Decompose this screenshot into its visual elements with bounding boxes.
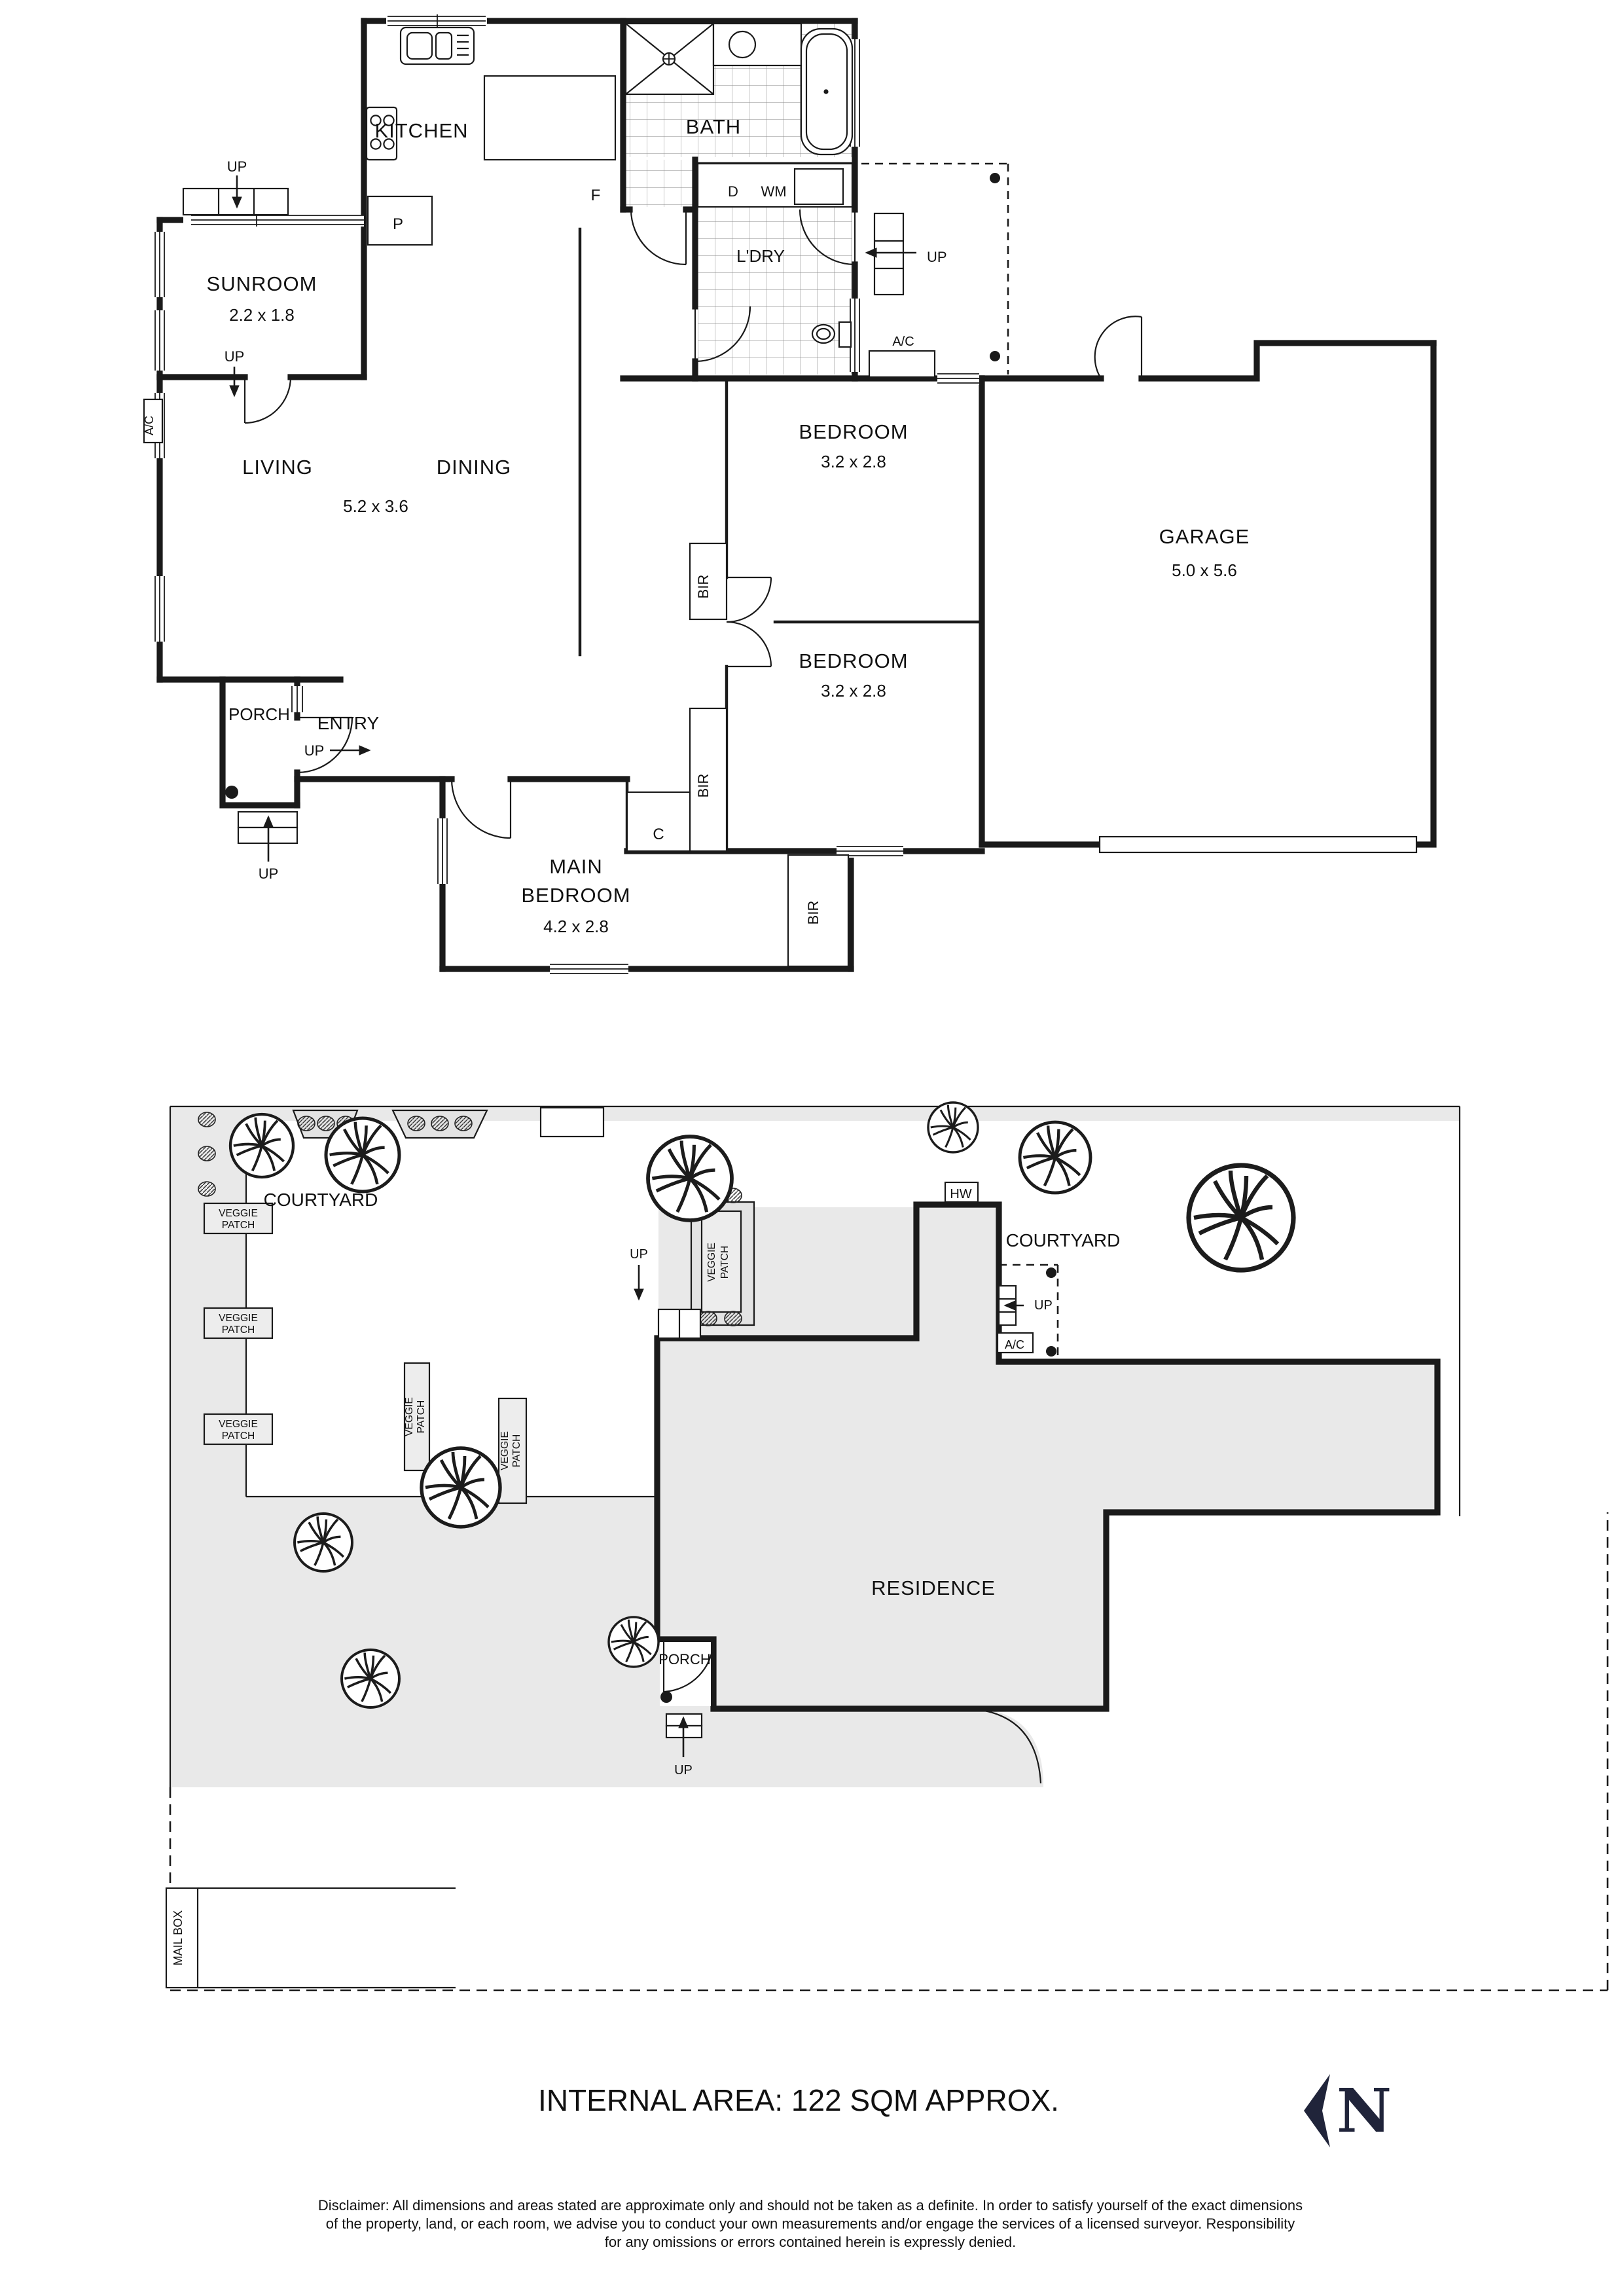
- bedroom2-label: BEDROOM: [799, 649, 908, 672]
- bir1-label: BIR: [695, 575, 712, 599]
- svg-text:VEGGIE: VEGGIE: [499, 1431, 511, 1470]
- svg-text:PATCH: PATCH: [222, 1324, 255, 1336]
- floor-plan: KITCHEN BATH L'DRY SUNROOM 2.2 x 1.8 LIV…: [143, 14, 1437, 975]
- internal-area-label: INTERNAL AREA: 122 SQM APPROX.: [538, 2083, 1059, 2117]
- porch-steps: [225, 786, 298, 862]
- crossover: [539, 1106, 605, 1138]
- bir3-label: BIR: [805, 901, 821, 925]
- wm-label: WM: [761, 183, 786, 200]
- pantry: [367, 195, 433, 246]
- north-label: N: [1337, 2075, 1392, 2146]
- property-dashed-boundary: [169, 1512, 1609, 1992]
- garage-dims: 5.0 x 5.6: [1172, 560, 1237, 580]
- ac-unit-living: [143, 398, 164, 444]
- porch-label: PORCH: [228, 704, 290, 724]
- mainbed-label1: MAIN: [549, 855, 603, 878]
- mailbox-label: MAIL BOX: [171, 1910, 185, 1965]
- pantry-label: P: [393, 215, 403, 233]
- up-sunroom-stair: UP: [227, 158, 247, 175]
- laundry-label: L'DRY: [736, 246, 785, 266]
- living-label: LIVING: [242, 456, 313, 479]
- north-arrow-icon: [1304, 2074, 1330, 2147]
- up-entry: UP: [304, 742, 325, 759]
- sunroom-stair: [182, 175, 289, 216]
- hw-label: HW: [950, 1187, 971, 1201]
- porch-column: [225, 786, 238, 799]
- bedroom1-label: BEDROOM: [799, 420, 908, 443]
- mailbox: MAIL BOX: [165, 1887, 456, 1989]
- kitchen-bench: [483, 75, 617, 161]
- kitchen-sink: [399, 26, 475, 65]
- svg-text:PATCH: PATCH: [719, 1246, 730, 1279]
- shower: [624, 22, 715, 96]
- site-ac-label: A/C: [1005, 1338, 1024, 1351]
- svg-text:VEGGIE: VEGGIE: [219, 1419, 258, 1430]
- garage-label: GARAGE: [1159, 525, 1250, 548]
- site-porch-door: [662, 1639, 715, 1693]
- ac-unit-bedroom1: [868, 350, 936, 378]
- fridge-label: F: [591, 187, 601, 204]
- svg-text:PATCH: PATCH: [416, 1400, 427, 1434]
- cooktop: [365, 106, 398, 161]
- svg-text:VEGGIE: VEGGIE: [219, 1208, 258, 1219]
- living-dims: 5.2 x 3.6: [343, 496, 408, 516]
- site-plan: VEGGIE PATCH VEGGIE PATCH VEGGIE PATCH V…: [165, 1101, 1609, 1992]
- up-porch: UP: [259, 866, 279, 882]
- svg-text:PATCH: PATCH: [511, 1434, 522, 1468]
- up-courtyard1: UP: [630, 1247, 648, 1262]
- vanity: [712, 22, 802, 67]
- bathtub: [800, 27, 854, 156]
- svg-text:PATCH: PATCH: [222, 1430, 255, 1442]
- sunroom-dims: 2.2 x 1.8: [229, 305, 295, 325]
- sunroom-label: SUNROOM: [207, 272, 317, 295]
- ac-bed1-label: A/C: [892, 335, 914, 349]
- courtyard2-label: COURTYARD: [1006, 1230, 1121, 1250]
- bedroom1-dims: 3.2 x 2.8: [821, 452, 886, 471]
- bir2-label: BIR: [695, 774, 712, 798]
- dryer-label: D: [728, 183, 738, 200]
- up-courtyard2: UP: [1034, 1298, 1053, 1313]
- dining-label: DINING: [437, 456, 512, 479]
- garage-roller-door: [1098, 835, 1418, 854]
- laundry-bench: [696, 162, 854, 208]
- closet-label: C: [653, 826, 664, 843]
- veggie-patches: VEGGIE PATCH VEGGIE PATCH VEGGIE PATCH V…: [203, 1188, 755, 1504]
- site-hw-box: [944, 1181, 979, 1203]
- svg-text:VEGGIE: VEGGIE: [404, 1397, 415, 1436]
- kitchen-label: KITCHEN: [374, 119, 468, 142]
- site-porch-label: PORCH: [658, 1651, 710, 1667]
- mainbed-dims: 4.2 x 2.8: [543, 917, 609, 936]
- disclaimer-line3: for any omissions or errors contained he…: [605, 2234, 1017, 2250]
- mainbed-bir: [787, 854, 850, 968]
- svg-text:PATCH: PATCH: [222, 1220, 255, 1231]
- site-boundary: [169, 1105, 1461, 1787]
- up-site-porch: UP: [674, 1763, 693, 1777]
- bedroom2-bir: [689, 707, 728, 852]
- bedroom2-dims: 3.2 x 2.8: [821, 681, 886, 701]
- svg-text:VEGGIE: VEGGIE: [219, 1313, 258, 1324]
- bedroom1-bir: [689, 542, 728, 621]
- toilet: [811, 321, 852, 348]
- site-ac-box: [996, 1332, 1034, 1354]
- svg-text:VEGGIE: VEGGIE: [706, 1243, 717, 1282]
- courtyard2-details: [944, 1181, 1059, 1359]
- disclaimer-line2: of the property, land, or each room, we …: [326, 2215, 1295, 2232]
- doors: [243, 209, 1143, 839]
- entry-closet: [626, 791, 691, 852]
- up-deck: UP: [927, 249, 947, 265]
- site-porch-steps: [665, 1713, 703, 1757]
- courtyard1-label: COURTYARD: [264, 1190, 378, 1210]
- residence-label: RESIDENCE: [871, 1576, 996, 1599]
- courtyard1-step: [634, 1265, 702, 1339]
- site-porch-column: [660, 1691, 672, 1703]
- up-sunroom-living: UP: [225, 348, 245, 365]
- deck-dashed-outline: [861, 162, 1009, 374]
- footer: INTERNAL AREA: 122 SQM APPROX. N Disclai…: [318, 2074, 1392, 2250]
- entry-label: ENTRY: [317, 713, 380, 733]
- ac-living-label: A/C: [143, 416, 156, 435]
- bath-label: BATH: [686, 115, 741, 138]
- disclaimer-line1: Disclaimer: All dimensions and areas sta…: [318, 2197, 1303, 2214]
- mainbed-label2: BEDROOM: [521, 884, 630, 907]
